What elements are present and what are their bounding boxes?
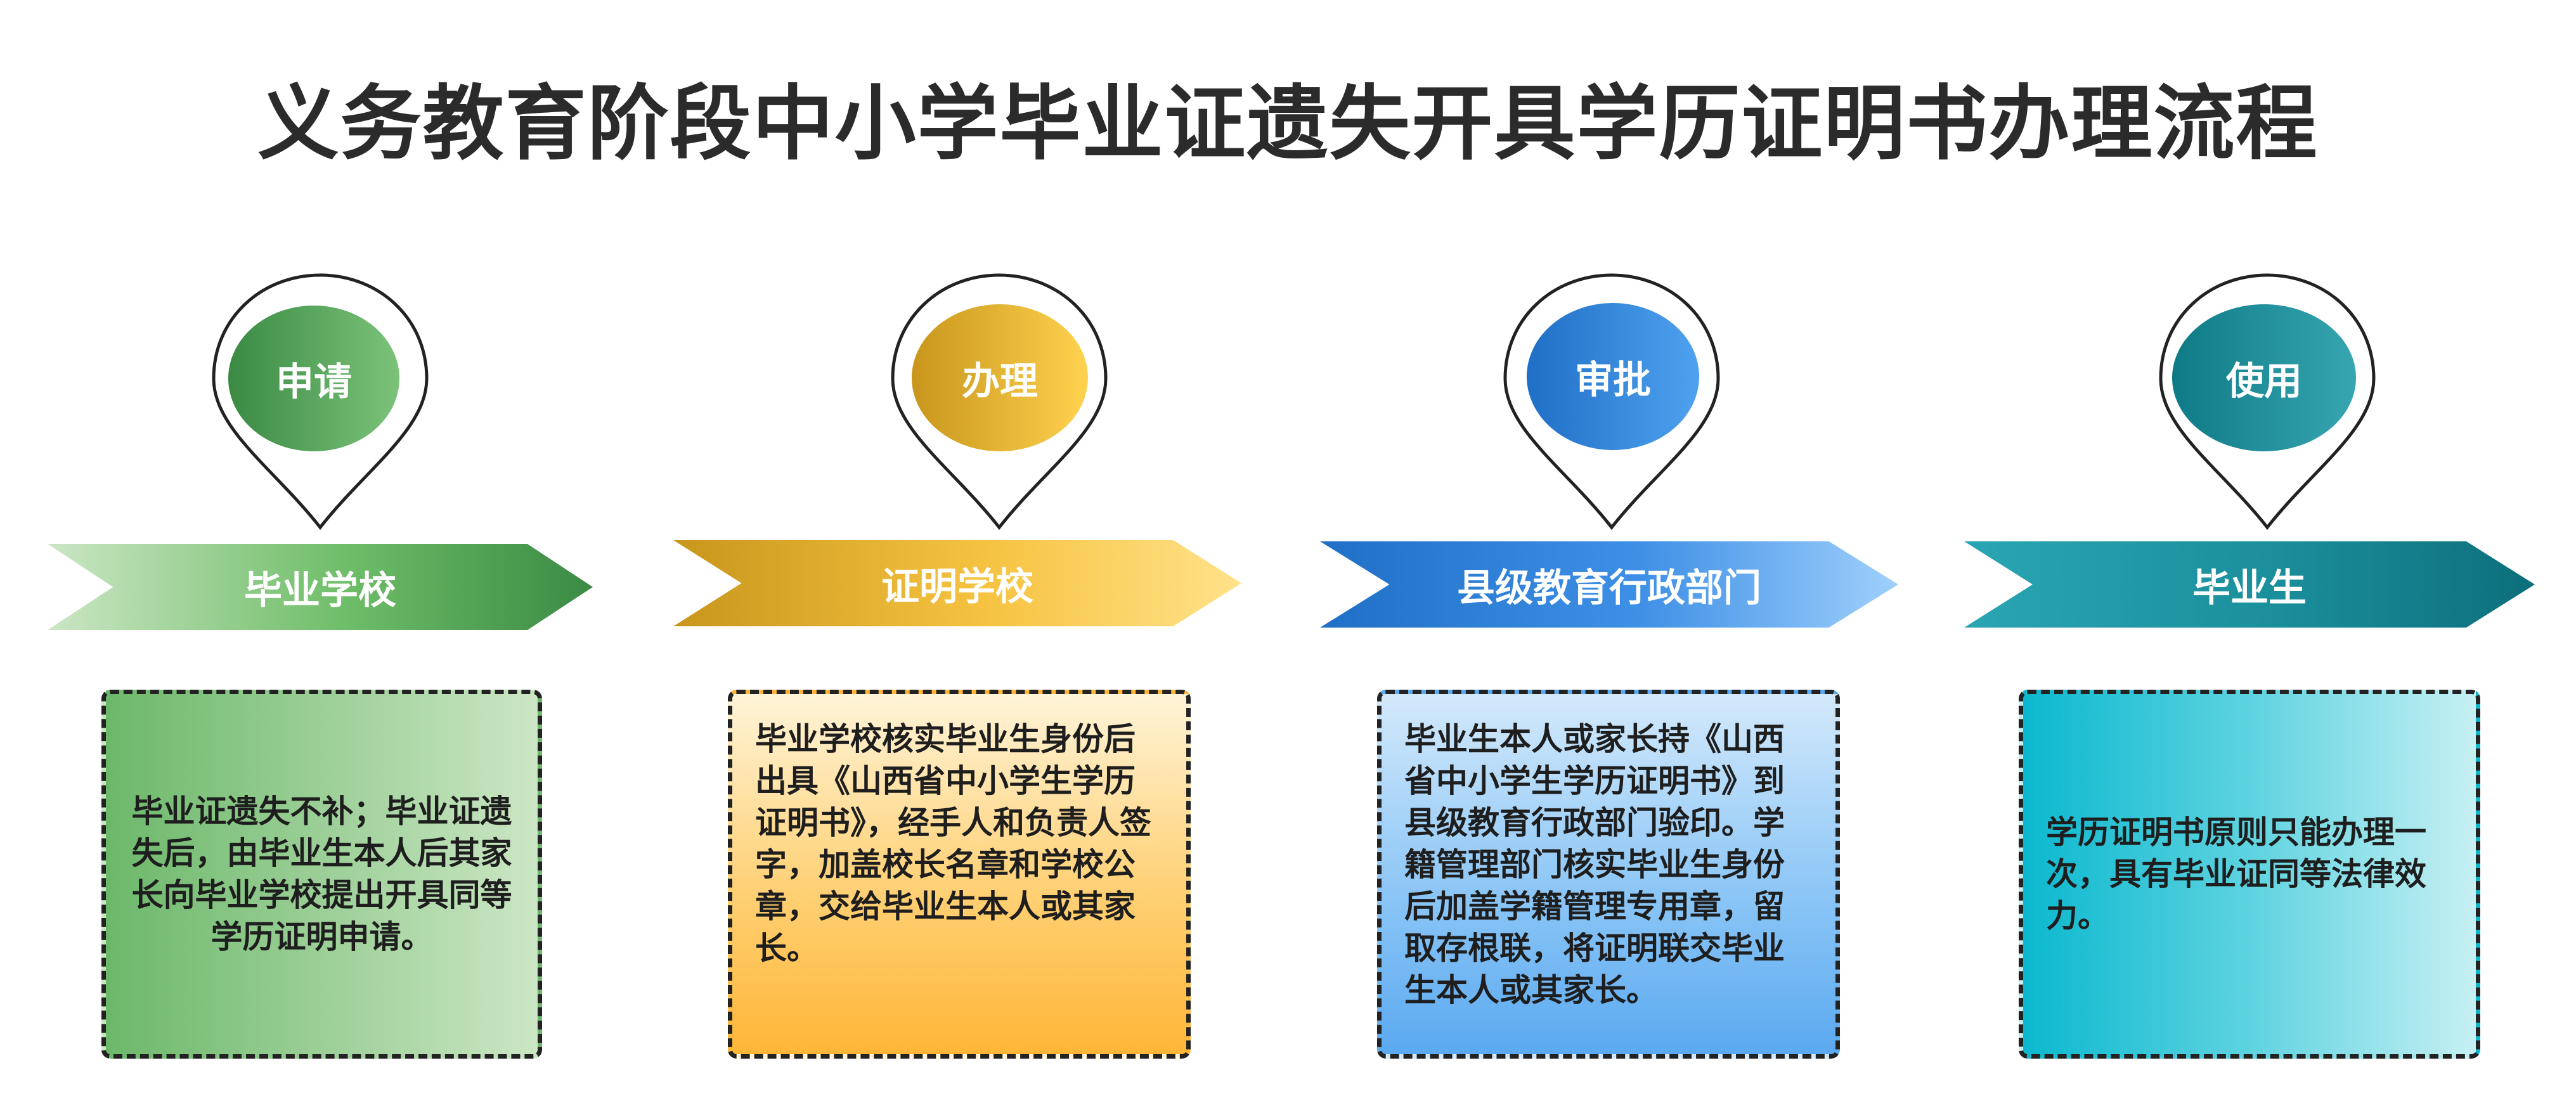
actor-label: 证明学校 (881, 564, 1033, 609)
stage-circle-apply: 申请 (228, 306, 399, 451)
description-box-use: 学历证明书原则只能办理一次，具有毕业证同等法律效力。 (2019, 690, 2480, 1059)
step-process: 办理 证明学校 毕业学校核实毕业生身份后出具《山西省中小学生学历证明书》，经手人… (644, 0, 1288, 1103)
actor-ribbon-certifying-school: 证明学校 (673, 540, 1241, 626)
description-text: 学历证明书原则只能办理一次，具有毕业证同等法律效力。 (2046, 814, 2426, 934)
description-box-process: 毕业学校核实毕业生身份后出具《山西省中小学生学历证明书》，经手人和负责人签字，加… (728, 690, 1191, 1059)
actor-ribbon-graduate-school: 毕业学校 (48, 544, 593, 630)
actor-ribbon-graduate: 毕业生 (1964, 541, 2535, 628)
stage-circle-use: 使用 (2172, 304, 2356, 451)
stage-circle-approve: 审批 (1527, 303, 1699, 450)
stage-label: 使用 (2226, 359, 2302, 404)
stage-label: 申请 (276, 359, 352, 404)
stage-circle-process: 办理 (912, 304, 1088, 451)
actor-label: 毕业生 (2192, 565, 2307, 610)
description-text: 毕业生本人或家长持《山西省中小学生学历证明书》到县级教育行政部门验印。学籍管理部… (1404, 721, 1785, 1009)
step-apply: 申请 毕业学校 毕业证遗失不补；毕业证遗失后，由毕业生本人后其家长向毕业学校提出… (0, 0, 644, 1103)
description-box-approve: 毕业生本人或家长持《山西省中小学生学历证明书》到县级教育行政部门验印。学籍管理部… (1377, 690, 1840, 1059)
stage-label: 审批 (1575, 358, 1651, 403)
step-approve: 审批 县级教育行政部门 毕业生本人或家长持《山西省中小学生学历证明书》到县级教育… (1288, 0, 1932, 1103)
description-text: 毕业学校核实毕业生身份后出具《山西省中小学生学历证明书》，经手人和负责人签字，加… (755, 721, 1151, 967)
description-box-apply: 毕业证遗失不补；毕业证遗失后，由毕业生本人后其家长向毕业学校提出开具同等学历证明… (101, 690, 542, 1059)
description-text: 毕业证遗失不补；毕业证遗失后，由毕业生本人后其家长向毕业学校提出开具同等学历证明… (131, 793, 512, 955)
actor-ribbon-education-bureau: 县级教育行政部门 (1320, 541, 1898, 628)
step-use: 使用 毕业生 学历证明书原则只能办理一次，具有毕业证同等法律效力。 (1932, 0, 2576, 1103)
actor-label: 县级教育行政部门 (1457, 565, 1761, 610)
page-title: 义务教育阶段中小学毕业证遗失开具学历证明书办理流程 (257, 76, 2319, 171)
actor-label: 毕业学校 (244, 568, 396, 613)
stage-label: 办理 (962, 359, 1038, 404)
